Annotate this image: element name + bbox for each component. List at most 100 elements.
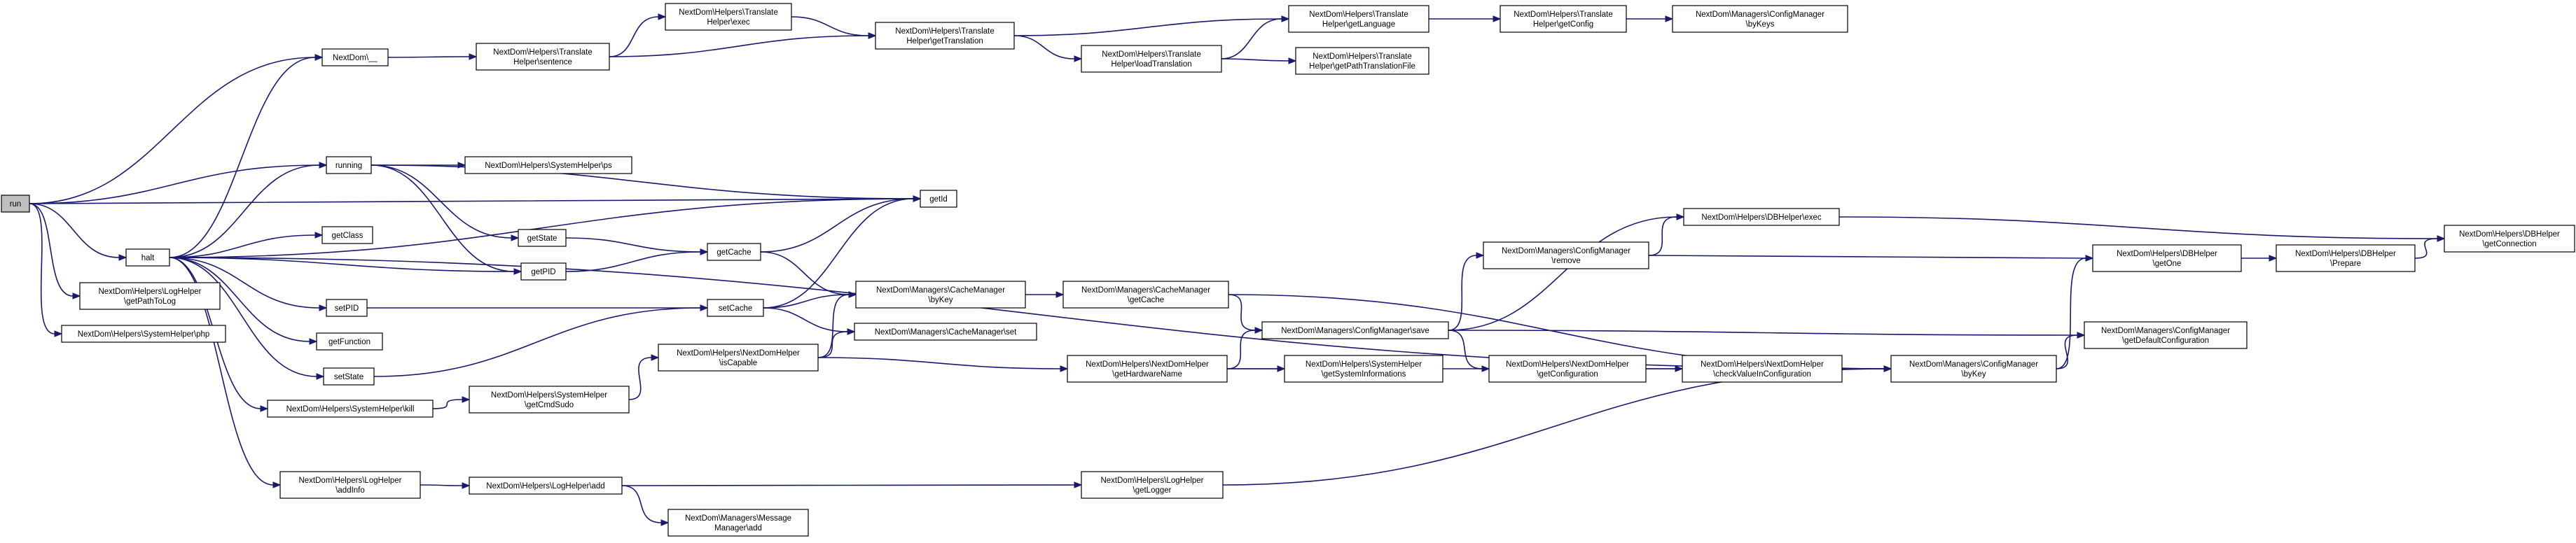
node-label: Helper\exec	[707, 18, 750, 27]
node-box	[469, 477, 623, 495]
edge-systemhelper_getCmdSudo-to-nextdomhelper_isCapable	[628, 354, 660, 400]
node-translate_loadTranslation[interactable]: NextDom\Helpers\TranslateHelper\loadTran…	[1081, 45, 1222, 73]
node-configmanager_remove[interactable]: NextDom\Managers\ConfigManager\remove	[1483, 241, 1649, 269]
edge-dbhelper_prepare-to-dbhelper_getConnection	[2414, 235, 2446, 259]
edge-line	[420, 484, 463, 486]
node-box	[1081, 471, 1224, 499]
node-cachemanager_set[interactable]: NextDom\Managers\CacheManager\set	[854, 323, 1037, 341]
edge-cachemanager_getCache-to-configmanager_save	[1228, 294, 1263, 334]
node-loghelper_add[interactable]: NextDom\Helpers\LogHelper\add	[469, 477, 623, 495]
edge-line	[1222, 368, 1885, 486]
edge-line	[1226, 330, 1256, 369]
node-configmanager_getDefaultConfiguration[interactable]: NextDom\Managers\ConfigManager\getDefaul…	[2084, 321, 2248, 349]
node-box	[520, 262, 567, 281]
node-halt[interactable]: halt	[125, 248, 170, 267]
node-box	[1500, 5, 1627, 33]
node-run[interactable]: run	[1, 195, 30, 213]
edge-line	[169, 257, 274, 486]
node-box	[1890, 355, 2057, 383]
node-box	[469, 386, 630, 414]
arrowhead-icon	[1074, 55, 1083, 62]
node-dbhelper_exec[interactable]: NextDom\Helpers\DBHelper\exec	[1683, 208, 1840, 226]
node-label: \getSystemInformations	[1322, 370, 1406, 379]
edge-line	[1221, 18, 1282, 59]
edge-line	[817, 357, 1061, 369]
node-box	[2276, 244, 2416, 272]
edge-line	[763, 198, 914, 309]
node-nextdomhelper_getHardwareName[interactable]: NextDom\Helpers\NextDomHelper\getHardwar…	[1067, 355, 1228, 383]
node-box	[707, 299, 764, 317]
node-systemhelper_kill[interactable]: NextDom\Helpers\SystemHelper\kill	[267, 400, 434, 418]
node-configmanager_save[interactable]: NextDom\Managers\ConfigManager\save	[1261, 321, 1449, 339]
arrowhead-icon	[847, 328, 856, 335]
arrowhead-icon	[2077, 332, 2086, 339]
node-cachemanager_byKey[interactable]: NextDom\Managers\CacheManager\byKey	[855, 281, 1026, 309]
node-box	[125, 248, 170, 267]
node-getClass[interactable]: getClass	[321, 226, 373, 244]
node-box	[665, 3, 792, 31]
node-box	[658, 344, 819, 372]
arrowhead-icon	[511, 234, 520, 241]
edge-configmanager_byKey-to-dbhelper_getOne	[2056, 255, 2094, 369]
node-label: NextDom\Helpers\SystemHelper\kill	[286, 405, 415, 414]
arrowhead-icon	[309, 338, 318, 345]
edge-nextdomhelper_isCapable-to-nextdomhelper_getHardwareName	[817, 357, 1069, 372]
node-translate_getPathTranslationFile[interactable]: NextDom\Helpers\TranslateHelper\getPathT…	[1295, 47, 1429, 75]
edge-line	[760, 251, 850, 295]
edge-line	[763, 307, 848, 332]
node-label: getClass	[332, 232, 363, 240]
node-setState[interactable]: setState	[323, 367, 375, 386]
node-box	[920, 190, 957, 208]
node-getState[interactable]: getState	[518, 229, 567, 247]
edge-halt-to-loghelper_addInfo	[169, 257, 282, 488]
node-translate_getConfig[interactable]: NextDom\Helpers\TranslateHelper\getConfi…	[1500, 5, 1627, 33]
arrowhead-icon	[868, 32, 877, 39]
node-label: Helper\getTranslation	[906, 37, 983, 45]
node-systemhelper_php[interactable]: NextDom\Helpers\SystemHelper\php	[61, 325, 226, 343]
node-box	[875, 22, 1015, 50]
node-systemhelper_getSystemInformations[interactable]: NextDom\Helpers\SystemHelper\getSystemIn…	[1284, 355, 1443, 383]
node-configmanager_byKeys[interactable]: NextDom\Managers\ConfigManager\byKeys	[1672, 5, 1848, 33]
node-translate_getTranslation[interactable]: NextDom\Helpers\TranslateHelper\getTrans…	[875, 22, 1015, 50]
node-getId[interactable]: getId	[920, 190, 957, 208]
node-systemhelper_ps[interactable]: NextDom\Helpers\SystemHelper\ps	[464, 156, 632, 174]
node-box	[1683, 208, 1840, 226]
edge-line	[29, 203, 120, 258]
node-loghelper_getPathToLog[interactable]: NextDom\Helpers\LogHelper\getPathToLog	[79, 282, 221, 310]
node-translate_getLanguage[interactable]: NextDom\Helpers\TranslateHelper\getLangu…	[1288, 5, 1429, 33]
node-running[interactable]: running	[326, 156, 372, 174]
node-loghelper_getLogger[interactable]: NextDom\Helpers\LogHelper\getLogger	[1081, 471, 1224, 499]
edge-cachemanager_byKey-to-cachemanager_getCache	[1025, 291, 1065, 298]
node-__[interactable]: NextDom\__	[321, 48, 389, 66]
node-nextdomhelper_getConfiguration[interactable]: NextDom\Helpers\NextDomHelper\getConfigu…	[1488, 355, 1647, 383]
node-nextdomhelper_isCapable[interactable]: NextDom\Helpers\NextDomHelper\isCapable	[658, 344, 819, 372]
node-setPID[interactable]: setPID	[326, 299, 368, 317]
node-label: Helper\loadTranslation	[1111, 60, 1191, 69]
node-dbhelper_getConnection[interactable]: NextDom\Helpers\DBHelper\getConnection	[2444, 225, 2575, 253]
edge-line	[1448, 330, 2078, 336]
node-label: NextDom\Helpers\SystemHelper\php	[78, 330, 210, 339]
node-dbhelper_prepare[interactable]: NextDom\Helpers\DBHelper\Prepare	[2276, 244, 2416, 272]
node-loghelper_addInfo[interactable]: NextDom\Helpers\LogHelper\addInfo	[279, 471, 421, 499]
node-getPID[interactable]: getPID	[520, 262, 567, 281]
node-configmanager_byKey[interactable]: NextDom\Managers\ConfigManager\byKey	[1890, 355, 2057, 383]
node-box	[1, 195, 30, 213]
arrowhead-icon	[1493, 15, 1502, 22]
edge-configmanager_save-to-configmanager_remove	[1448, 252, 1485, 331]
node-systemhelper_getCmdSudo[interactable]: NextDom\Helpers\SystemHelper\getCmdSudo	[469, 386, 630, 414]
node-label: setPID	[335, 304, 359, 313]
node-getCache[interactable]: getCache	[707, 243, 761, 261]
node-setCache[interactable]: setCache	[707, 299, 764, 317]
node-label: NextDom\Helpers\DBHelper\exec	[1701, 213, 1822, 222]
arrowhead-icon	[1281, 15, 1290, 22]
node-dbhelper_getOne[interactable]: NextDom\Helpers\DBHelper\getOne	[2092, 244, 2242, 272]
node-getFunction[interactable]: getFunction	[316, 332, 383, 351]
node-label: run	[10, 200, 22, 209]
node-nextdomhelper_checkValueInConfiguration[interactable]: NextDom\Helpers\NextDomHelper\checkValue…	[1682, 355, 1843, 383]
node-cachemanager_getCache[interactable]: NextDom\Managers\CacheManager\getCache	[1062, 281, 1229, 309]
node-label: NextDom\Helpers\DBHelper	[2459, 230, 2560, 239]
